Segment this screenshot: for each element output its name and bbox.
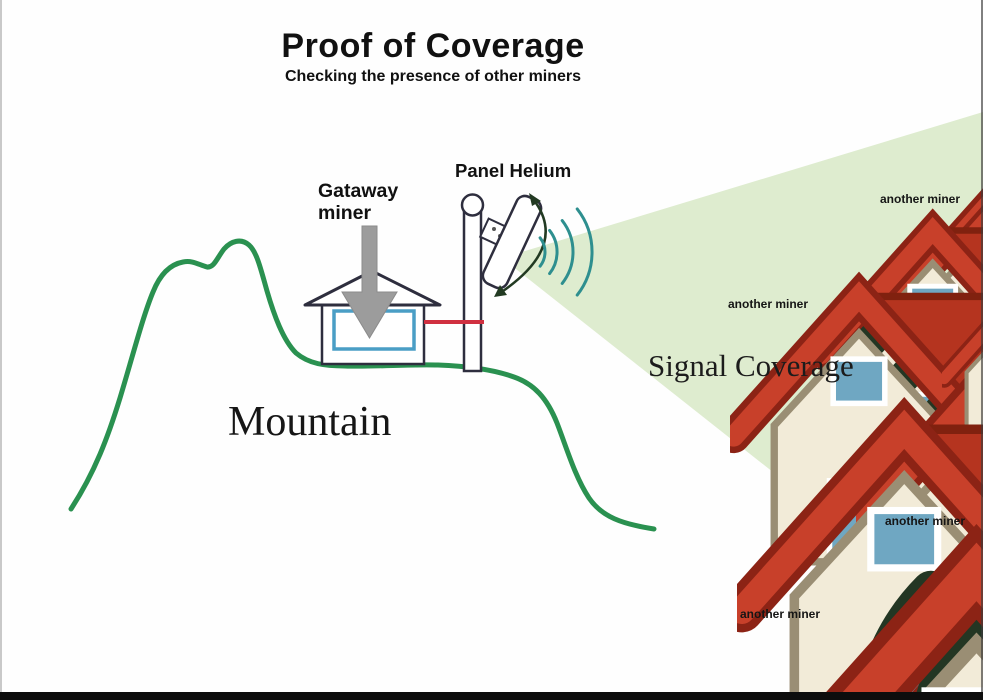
signal-coverage-label: Signal Coverage [648, 348, 854, 383]
antenna-pole [460, 193, 485, 373]
another-miner-label: another miner [880, 192, 960, 206]
panel-helium-label: Panel Helium [455, 160, 572, 181]
another-miner-label: another miner [885, 514, 965, 528]
pole-cap [460, 193, 485, 217]
page-title: Proof of Coverage [281, 27, 585, 65]
download-arrow-icon [341, 225, 398, 339]
right-edge-line [981, 0, 983, 700]
another-miner-label: another miner [740, 607, 820, 621]
signal-waves-icon [538, 207, 594, 297]
rotation-arrow-icon [494, 193, 547, 297]
another-miner-label: another miner [728, 297, 808, 311]
gateway-miner-label: Gataway miner [318, 180, 399, 225]
antenna-panel [478, 194, 543, 290]
gateway-miner-label-line2: miner [318, 201, 372, 224]
mountain-curve [68, 238, 657, 532]
left-edge-line [0, 0, 2, 700]
gateway-miner-label-line1: Gataway [318, 180, 399, 202]
page-subtitle: Checking the presence of other miners [284, 68, 582, 85]
bottom-bar [0, 692, 983, 700]
mountain-label: Mountain [228, 399, 392, 445]
